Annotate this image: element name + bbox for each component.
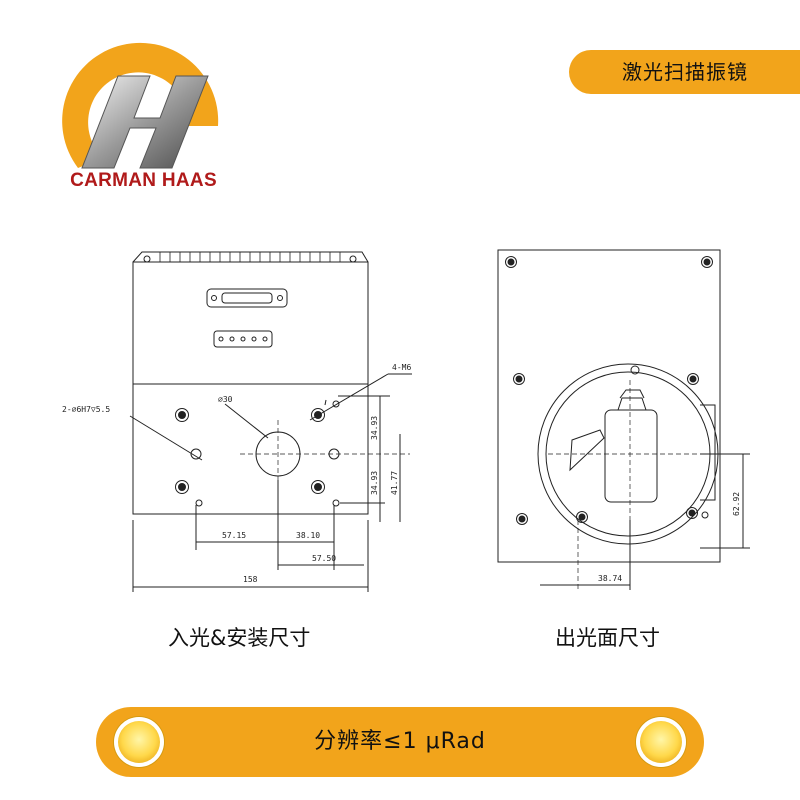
dim-thread: 4-M6	[392, 363, 411, 372]
product-title-badge: 激光扫描振镜	[569, 50, 800, 94]
dim-exit-v: 62.92	[732, 492, 741, 516]
resolution-spec: 分辨率≤1 μRad	[314, 729, 486, 754]
brand-name: CARMAN HAAS	[70, 170, 217, 191]
dim-hole-spec: 2-⌀6H7▽5.5	[62, 405, 110, 414]
dim-exit-h: 38.74	[598, 574, 622, 583]
exit-view-caption: 出光面尺寸	[555, 626, 660, 650]
dim-total: 158	[243, 575, 258, 584]
dim-h2: 38.10	[296, 531, 320, 540]
dim-v1: 34.93	[370, 416, 379, 440]
dim-v2: 34.93	[370, 471, 379, 495]
dim-v3: 41.77	[390, 471, 399, 495]
bulb-left-icon	[114, 717, 164, 767]
exit-view-drawing	[497, 249, 750, 590]
technical-drawing: 2-⌀6H7▽5.5 ⌀30 4-M6 34.93 34.93 41.77 57…	[62, 249, 750, 592]
dim-port-dia: ⌀30	[218, 395, 233, 404]
logo-h-icon	[81, 75, 209, 169]
carman-haas-logo	[62, 42, 219, 169]
logo-arc-icon	[62, 42, 219, 169]
dim-h1: 57.15	[222, 531, 246, 540]
resolution-bar: 分辨率≤1 μRad	[96, 707, 704, 777]
dim-h3: 57.50	[312, 554, 336, 563]
entry-view-caption: 入光&安装尺寸	[168, 626, 311, 650]
bulb-right-icon	[636, 717, 686, 767]
entry-view-drawing	[129, 251, 412, 592]
